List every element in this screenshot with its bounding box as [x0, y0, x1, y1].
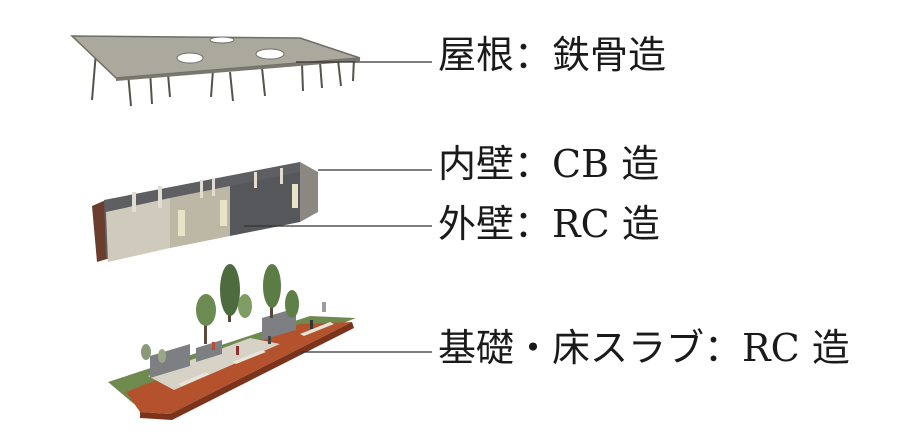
inner-partitions: [132, 168, 283, 212]
foundation-layer: [108, 264, 356, 420]
label-foundation-slab: 基礎・床スラブ：RC 造: [438, 326, 850, 370]
label-outer-wall: 外壁：RC 造: [438, 202, 660, 246]
wall-opening: [178, 210, 185, 236]
trees: [141, 264, 299, 363]
wall-opening: [220, 200, 227, 226]
label-inner-wall: 内壁：CB 造: [438, 142, 660, 186]
wall-front-light: [106, 198, 170, 262]
label-roof: 屋根：鉄骨造: [438, 33, 667, 77]
walls-layer: [92, 162, 318, 262]
leader-lines: [244, 61, 432, 353]
roof-skylight: [255, 48, 285, 60]
roof-skylight: [209, 36, 235, 44]
people: [212, 302, 326, 355]
paving: [148, 338, 280, 390]
benches: [178, 322, 334, 386]
wood-deck: [126, 322, 352, 414]
wall-front-dark: [230, 172, 300, 236]
wall-right-end: [300, 162, 318, 222]
roof-layer: [70, 35, 361, 107]
roof-skylight: [176, 52, 204, 64]
wall-opening: [292, 184, 298, 208]
roof-slab-edge: [116, 58, 360, 81]
